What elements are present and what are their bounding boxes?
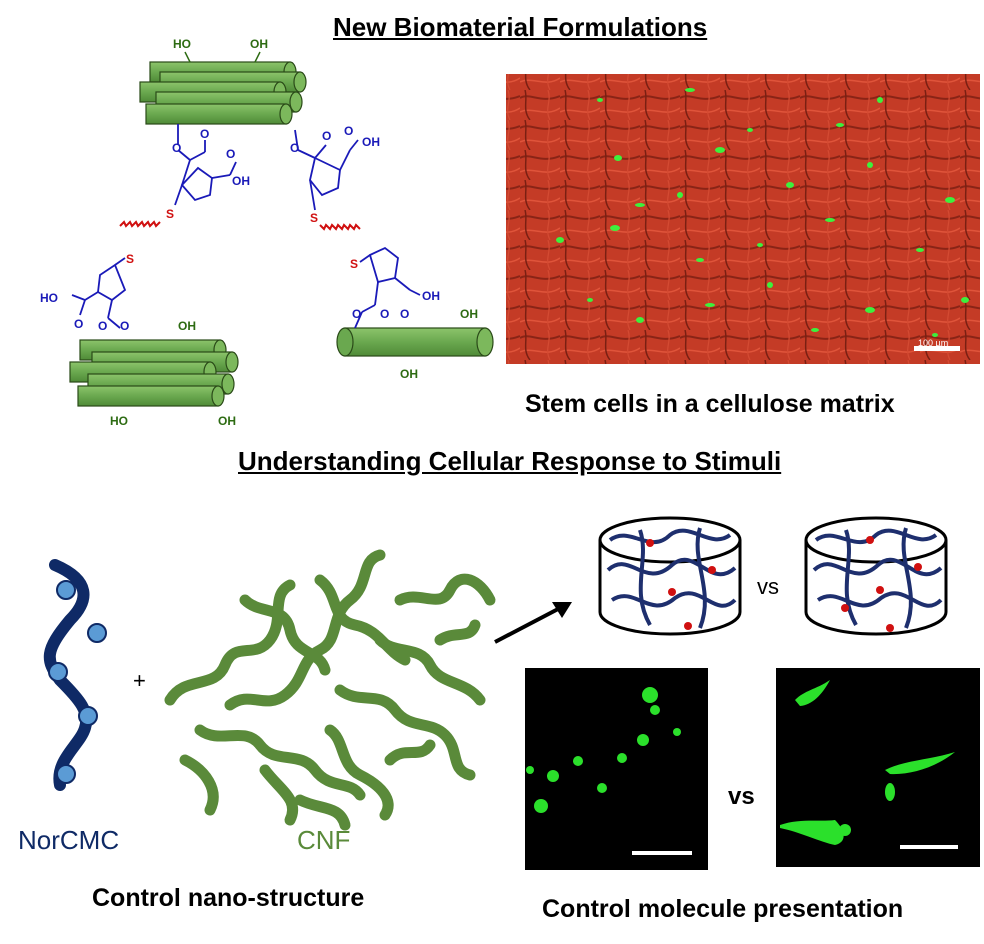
stem-cell-spot [786, 182, 794, 188]
stem-cell-spot [867, 162, 873, 168]
stem-cell-spot [865, 307, 875, 313]
micrograph-spread-cells [776, 668, 980, 867]
ho-label: HO [40, 291, 58, 305]
o-label: O [74, 317, 83, 331]
oh-label: OH [460, 307, 478, 321]
o-label: O [400, 307, 409, 321]
stem-cell-spot [747, 128, 753, 132]
ho-label: HO [110, 414, 128, 428]
cnf-network [164, 549, 496, 831]
label-cnf: CNF [297, 825, 351, 855]
s-label: S [126, 252, 134, 266]
stem-cell-spot [696, 258, 704, 262]
oh-label: OH [362, 135, 380, 149]
stem-cell-spot [610, 225, 620, 231]
o-label: O [120, 319, 129, 333]
stem-cell-spot [877, 97, 883, 103]
stem-cell-spot [811, 328, 819, 332]
o-label: O [322, 129, 331, 143]
o-label: O [352, 307, 361, 321]
o-label: O [380, 307, 389, 321]
norbornene-linker-icon-1 [174, 124, 237, 206]
stem-cell-spot [556, 237, 564, 243]
stem-cell-spot [705, 303, 715, 307]
label-vs-hydrogel: vs [757, 574, 779, 599]
cellulose-fibril-icon [336, 327, 494, 357]
s-label: S [350, 257, 358, 271]
micrograph-round-cells [525, 668, 708, 870]
arrow-right-icon [494, 602, 572, 644]
o-label: O [172, 141, 181, 155]
norcmc-polymer-chain [43, 559, 107, 791]
o-label: O [344, 124, 353, 138]
caption-nano-structure: Control nano-structure [92, 884, 365, 912]
caption-molecule-presentation: Control molecule presentation [542, 895, 904, 923]
stem-cell-spot [945, 197, 955, 203]
hydrogel-cylinder-icon-left [598, 516, 742, 636]
stem-cell-spot [635, 203, 645, 207]
oh-label: OH [232, 174, 250, 188]
stem-cell-spot [685, 88, 695, 92]
label-vs-micrograph: vs [728, 783, 755, 810]
stem-cell-spot [677, 192, 683, 198]
stem-cell-spot [932, 333, 938, 337]
ho-label: HO [173, 37, 191, 51]
o-label: O [200, 127, 209, 141]
oh-label: OH [400, 367, 418, 381]
stem-cell-spot [587, 298, 593, 302]
norbornene-linker-icon-3 [294, 129, 359, 211]
stem-cell-spot [836, 123, 844, 127]
scale-bar-top: 100 µm [914, 338, 960, 351]
scale-bar-label: 100 µm [918, 338, 948, 348]
norbornene-linker-icon-4 [354, 246, 421, 329]
o-label: O [226, 147, 235, 161]
stem-cell-micrograph [506, 74, 980, 364]
cellulose-bundle-icon-bottom [69, 339, 239, 407]
oh-label: OH [250, 37, 268, 51]
stem-cell-spot [597, 98, 603, 102]
label-norcmc: NorCMC [18, 825, 120, 855]
s-label: S [166, 207, 174, 221]
hydrogel-cylinder-icon-right [804, 516, 948, 636]
oh-label: OH [178, 319, 196, 333]
caption-stem-cells: Stem cells in a cellulose matrix [525, 390, 895, 418]
norbornene-linker-icon-2 [71, 257, 127, 329]
thiol-linker-1 [119, 220, 161, 228]
label-plus: + [133, 668, 146, 693]
oh-label: OH [422, 289, 440, 303]
stem-cell-spot [614, 155, 622, 161]
stem-cell-spots [556, 88, 969, 337]
stem-cell-spot [825, 218, 835, 222]
stem-cell-spot [961, 297, 969, 303]
stem-cell-spot [767, 282, 773, 288]
stem-cell-spot [715, 147, 725, 153]
cellulose-bundle-icon-top [139, 61, 307, 125]
stem-cell-spot [916, 248, 924, 252]
o-label: O [290, 141, 299, 155]
stem-cell-spot [636, 317, 644, 323]
oh-label: OH [218, 414, 236, 428]
thiol-linker-2 [319, 223, 361, 231]
s-label: S [310, 211, 318, 225]
o-label: O [98, 319, 107, 333]
heading-cellular-response: Understanding Cellular Response to Stimu… [238, 446, 782, 476]
stem-cell-spot [757, 243, 763, 247]
heading-new-biomaterial: New Biomaterial Formulations [333, 12, 708, 42]
